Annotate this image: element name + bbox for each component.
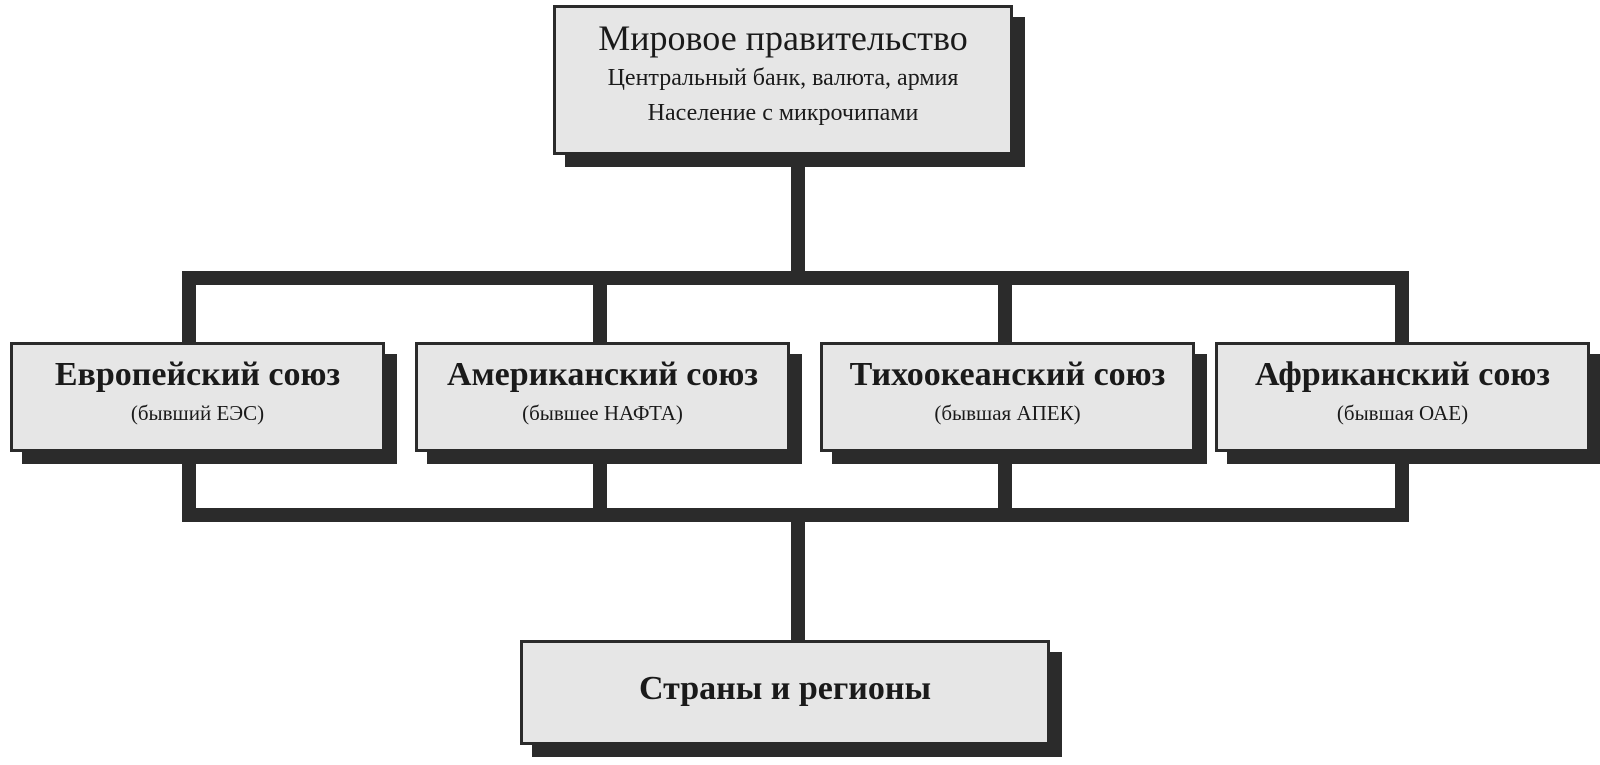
world-government-box: Мировое правительство Центральный банк, …: [553, 5, 1013, 155]
african-union-subtitle: (бывшая ОАЕ): [1336, 400, 1469, 425]
pacific-union-subtitle: (бывшая АПЕК): [934, 400, 1081, 425]
european-union-title: Европейский союз: [54, 356, 341, 393]
american-union-box: Американский союз (бывшее НАФТА): [415, 342, 790, 452]
american-union-subtitle: (бывшее НАФТА): [522, 400, 683, 425]
pacific-union-box: Тихоокеанский союз (бывшая АПЕК): [820, 342, 1195, 452]
world-government-title: Мировое правительство: [598, 18, 968, 58]
african-union-title: Африканский союз: [1254, 356, 1551, 393]
countries-regions-box: Страны и регионы: [520, 640, 1050, 745]
african-union-box: Африканский союз (бывшая ОАЕ): [1215, 342, 1590, 452]
european-union-subtitle: (бывший ЕЭС): [130, 400, 265, 425]
world-government-line-1: Центральный банк, валюта, армия: [607, 64, 959, 91]
world-government-line-2: Население с микрочипами: [647, 99, 919, 126]
countries-regions-title: Страны и регионы: [638, 670, 932, 707]
european-union-box: Европейский союз (бывший ЕЭС): [10, 342, 385, 452]
pacific-union-title: Тихоокеанский союз: [849, 356, 1166, 393]
american-union-title: Американский союз: [446, 356, 759, 393]
